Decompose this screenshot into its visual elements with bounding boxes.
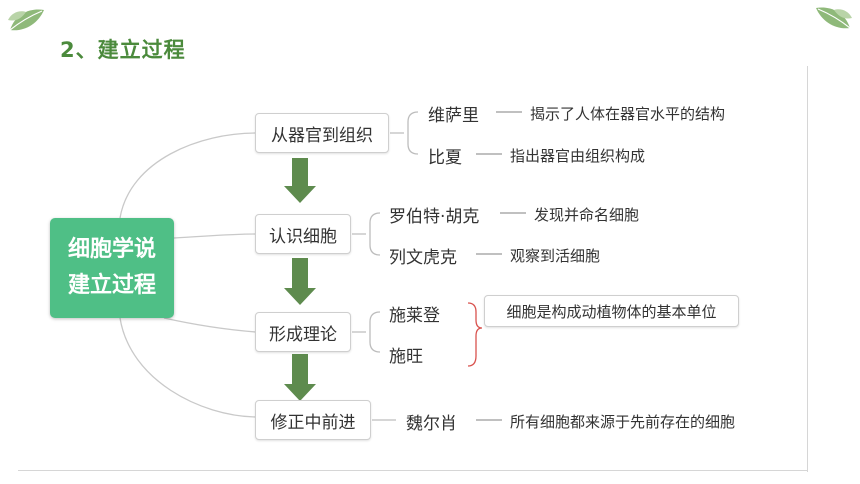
person-3: 罗伯特·胡克 [389, 207, 480, 227]
connector-root-stage2 [173, 233, 257, 239]
root-line1: 细胞学说 [67, 237, 156, 262]
person-2-desc: 指出器官由组织构成 [510, 147, 646, 165]
person-7: 魏尔肖 [406, 414, 457, 434]
person-4-desc: 观察到活细胞 [510, 247, 601, 265]
person-6: 施旺 [389, 347, 423, 367]
connector-root-stage1 [119, 132, 257, 219]
person-4: 列文虎克 [389, 248, 457, 268]
stage-node-4: 修正中前进 [255, 400, 371, 440]
down-arrow-3 [284, 354, 316, 401]
root-line2: 建立过程 [67, 273, 156, 298]
person-3-desc: 发现并命名细胞 [534, 206, 640, 224]
person-5: 施莱登 [389, 306, 440, 326]
person-2: 比夏 [428, 148, 462, 168]
down-arrow-1 [284, 158, 316, 203]
person-7-desc: 所有细胞都来源于先前存在的细胞 [510, 413, 736, 431]
frame-line-bottom [18, 470, 808, 471]
stage-node-3: 形成理论 [255, 312, 351, 352]
person-1-desc: 揭示了人体在器官水平的结构 [530, 105, 726, 123]
root-node: 细胞学说 建立过程 [50, 218, 174, 318]
slide-title: 2、建立过程 [60, 38, 186, 62]
connector-root-stage4 [119, 317, 257, 418]
leaf-decoration-right-icon [816, 7, 852, 29]
leaf-decoration-left-icon [8, 9, 44, 31]
connector-root-stage3 [163, 317, 257, 333]
frame-line-right [807, 66, 808, 472]
bracket-stage3 [352, 311, 381, 353]
stage-node-2: 认识细胞 [255, 214, 351, 254]
person-1: 维萨里 [428, 106, 479, 126]
down-arrow-2 [284, 258, 316, 305]
theory-summary: 细胞是构成动植物体的基本单位 [484, 295, 739, 327]
bracket-stage2 [352, 212, 381, 256]
stage-node-1: 从器官到组织 [255, 113, 389, 153]
bracket-stage1 [390, 111, 419, 155]
theory-brace [467, 302, 483, 367]
